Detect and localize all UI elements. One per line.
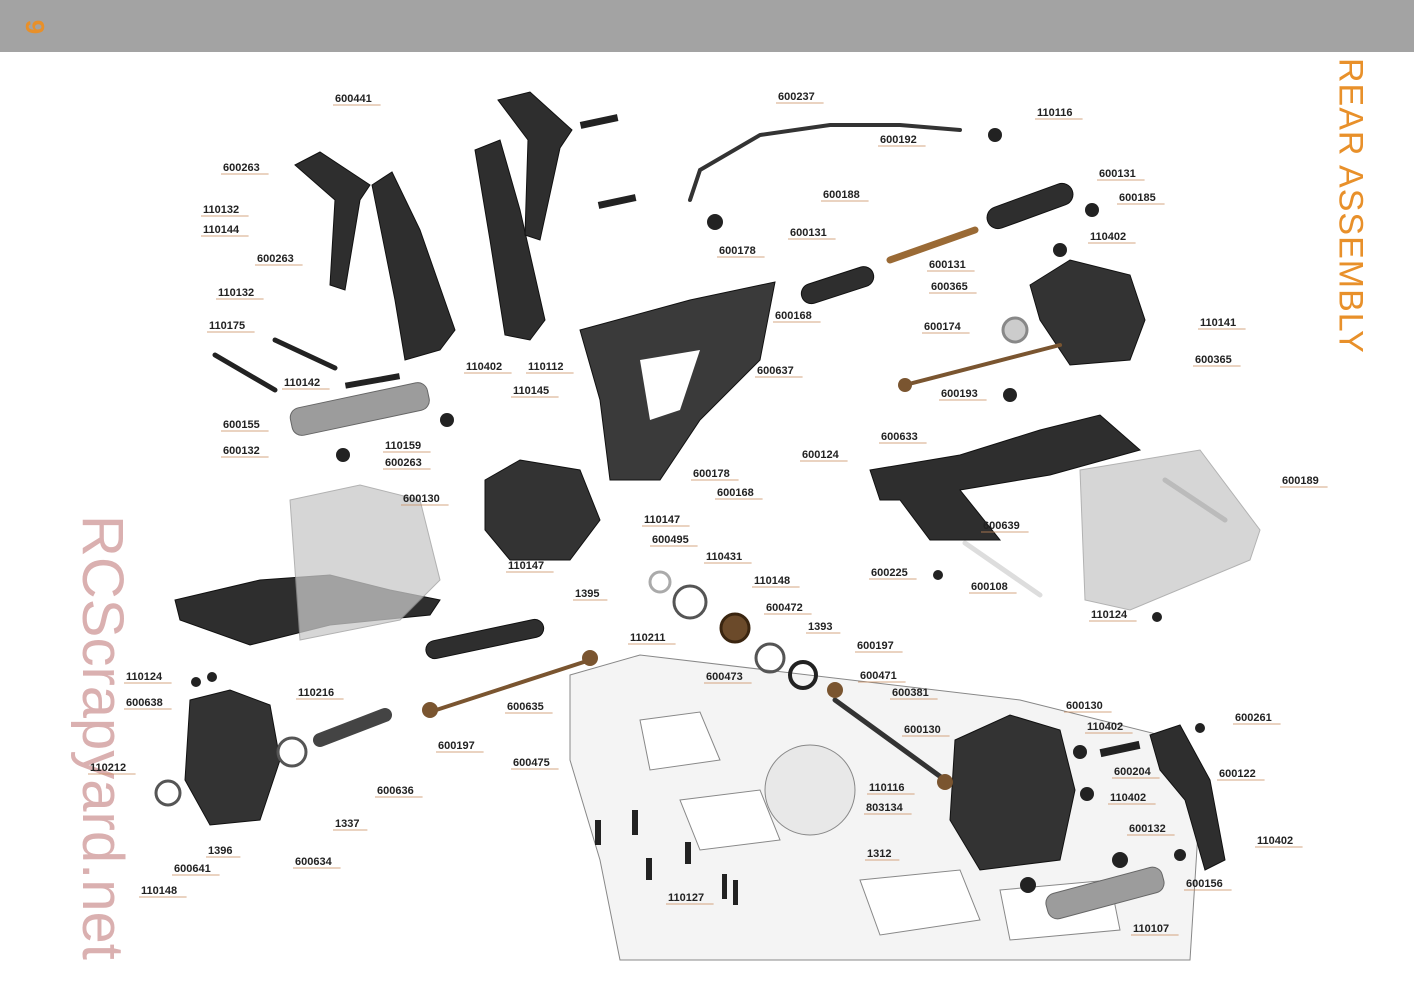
part-label: 110124 (126, 671, 163, 683)
part-label: 600130 (403, 493, 440, 505)
part-label: 110145 (513, 385, 549, 397)
part-label: 600638 (126, 697, 163, 709)
part-label: 600131 (929, 259, 966, 271)
part-label: 110402 (1090, 231, 1126, 243)
part-label: 600156 (1186, 878, 1223, 890)
part-label: 600192 (880, 134, 917, 146)
part-label: 600108 (971, 581, 1008, 593)
part-label: 600263 (257, 253, 294, 265)
part-label: 600204 (1114, 766, 1152, 778)
part-label: 600124 (802, 449, 840, 461)
part-label: 600441 (335, 93, 372, 105)
part-label: 600637 (757, 365, 794, 377)
shafts (212, 123, 1228, 783)
part-label: 600185 (1119, 192, 1156, 204)
part-label: 600155 (223, 419, 260, 431)
part-label: 600365 (1195, 354, 1232, 366)
part-label: 600131 (790, 227, 827, 239)
part-label: 110159 (385, 440, 421, 452)
part-label: 110116 (869, 782, 905, 794)
part-label: 110116 (1037, 107, 1073, 119)
header-bar (0, 0, 1414, 52)
part-label: 1393 (808, 621, 832, 633)
part-label: 1396 (208, 845, 232, 857)
part-label: 600130 (904, 724, 941, 736)
part-label: 600197 (438, 740, 475, 752)
gearboxes (184, 259, 1146, 871)
part-label: 110144 (203, 224, 240, 236)
part-label: 600471 (860, 670, 897, 682)
part-label: 110148 (141, 885, 177, 897)
part-label: 110402 (1257, 835, 1293, 847)
part-labels: 600441 600263 110132 110144 600263 110132 1101… (88, 91, 1328, 936)
part-label: 110147 (644, 514, 680, 526)
part-label: 110431 (706, 551, 742, 563)
part-label: 600225 (871, 567, 908, 579)
part-label: 600197 (857, 640, 894, 652)
part-label: 110124 (1091, 609, 1128, 621)
part-label: 600188 (823, 189, 860, 201)
part-label: 600178 (719, 245, 756, 257)
exploded-parts-diagram: 600441 600263 110132 110144 600263 110132 1101… (88, 91, 1328, 961)
part-label: 1395 (575, 588, 599, 600)
part-label: 600473 (706, 671, 743, 683)
part-label: 600472 (766, 602, 803, 614)
part-label: 600475 (513, 757, 550, 769)
shock-tower (579, 281, 776, 481)
part-label: 110216 (298, 687, 334, 699)
part-label: 600381 (892, 687, 929, 699)
part-label: 600641 (174, 863, 211, 875)
part-label: 110402 (1110, 792, 1146, 804)
part-label: 110211 (630, 632, 666, 644)
part-label: 600633 (881, 431, 918, 443)
part-label: 110132 (203, 204, 239, 216)
part-label: 600365 (931, 281, 968, 293)
part-label: 600634 (295, 856, 333, 868)
part-label: 600261 (1235, 712, 1272, 724)
part-label: 1312 (867, 848, 891, 860)
part-label: 110141 (1200, 317, 1236, 329)
part-label: 110127 (668, 892, 704, 904)
page-number: 9 (20, 19, 50, 35)
part-label: 110212 (90, 762, 126, 774)
part-label: 600130 (1066, 700, 1103, 712)
part-label: 600635 (507, 701, 544, 713)
part-label: 600131 (1099, 168, 1136, 180)
part-label: 600189 (1282, 475, 1319, 487)
part-label: 600495 (652, 534, 689, 546)
part-label: 110107 (1133, 923, 1169, 935)
wing-mounts (294, 91, 573, 361)
part-label: 110175 (209, 320, 245, 332)
part-label: 600237 (778, 91, 815, 103)
part-label: 803134 (866, 802, 904, 814)
part-label: 600122 (1219, 768, 1256, 780)
part-label: 600263 (223, 162, 260, 174)
hub-carriers (1149, 724, 1226, 871)
part-label: 110402 (1087, 721, 1123, 733)
part-label: 600178 (693, 468, 730, 480)
mud-guards (289, 449, 1261, 641)
part-label: 600168 (775, 310, 812, 322)
part-label: 600636 (377, 785, 414, 797)
part-label: 110147 (508, 560, 544, 572)
part-label: 110148 (754, 575, 790, 587)
part-label: 600174 (924, 321, 962, 333)
part-label: 110402 (466, 361, 502, 373)
part-label: 110132 (218, 287, 254, 299)
part-label: 600132 (223, 445, 260, 457)
part-label: 600193 (941, 388, 978, 400)
hinge-pin-holders (289, 382, 1165, 920)
part-label: 1337 (335, 818, 359, 830)
part-label: 600263 (385, 457, 422, 469)
camber-links (425, 182, 1074, 660)
part-label: 110142 (284, 377, 320, 389)
part-label: 600168 (717, 487, 754, 499)
part-label: 110112 (528, 361, 564, 373)
bearings (154, 316, 1029, 807)
part-label: 600132 (1129, 823, 1166, 835)
part-label: 600639 (983, 520, 1020, 532)
small-hardware (191, 114, 1205, 905)
